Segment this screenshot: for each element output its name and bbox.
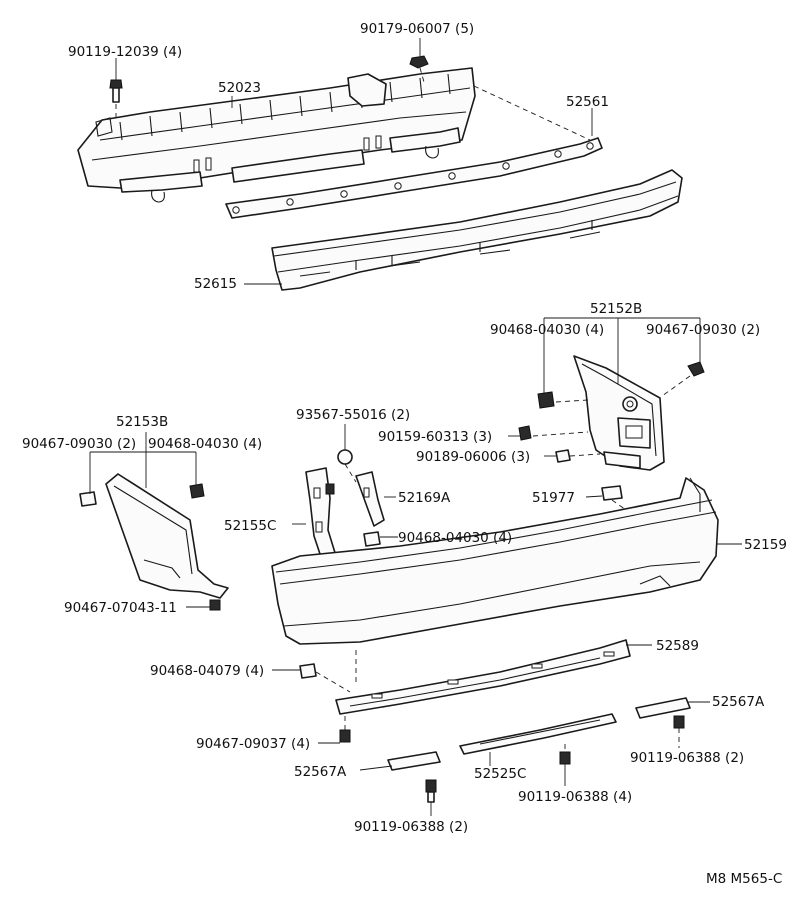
- energy-absorber-52615: [271, 169, 683, 291]
- bolt-90119-12039: [109, 79, 123, 122]
- label-52159: 52159: [744, 537, 787, 553]
- label-90468-04030-b: 90468-04030 (4): [148, 436, 262, 452]
- bracket-52567A-left: [387, 751, 441, 803]
- label-52567A-left: 52567A: [294, 764, 347, 780]
- label-52023: 52023: [218, 80, 261, 96]
- label-51977: 51977: [532, 490, 575, 506]
- label-52561: 52561: [566, 94, 609, 110]
- label-90468-04030-c: 90468-04030 (4): [398, 530, 512, 546]
- clip-90179-06007: [409, 55, 429, 83]
- label-90179-06007: 90179-06007 (5): [360, 21, 474, 37]
- bracket-52153B: [79, 473, 229, 611]
- label-90467-07043: 90467-07043-11: [64, 600, 177, 616]
- diagram-code: M8 M565-C: [706, 871, 782, 887]
- label-52567A-right: 52567A: [712, 694, 765, 710]
- clip-90467-09037: [339, 716, 351, 743]
- label-90119-06388-right: 90119-06388 (2): [630, 750, 744, 766]
- label-93567-55016: 93567-55016 (2): [296, 407, 410, 423]
- leader-lines: [89, 38, 742, 816]
- label-90467-09030-b: 90467-09030 (2): [22, 436, 136, 452]
- bracket-52152B: [518, 355, 705, 471]
- label-90119-12039: 90119-12039 (4): [68, 44, 182, 60]
- label-52153B: 52153B: [116, 414, 168, 430]
- label-90467-09030-a: 90467-09030 (2): [646, 322, 760, 338]
- label-52152B: 52152B: [590, 301, 642, 317]
- label-52169A: 52169A: [398, 490, 451, 506]
- label-52589: 52589: [656, 638, 699, 654]
- label-52155C: 52155C: [224, 518, 276, 534]
- label-90119-06388-left: 90119-06388 (2): [354, 819, 468, 835]
- bracket-52169A: [337, 449, 385, 547]
- label-90467-09037: 90467-09037 (4): [196, 736, 310, 752]
- label-90119-06388-middle: 90119-06388 (4): [518, 789, 632, 805]
- retainer-52561: [225, 85, 603, 219]
- bracket-52567A-right: [635, 697, 691, 746]
- bumper-cover-52159: [271, 477, 719, 684]
- label-90468-04079: 90468-04079 (4): [150, 663, 264, 679]
- clip-90468-04079: [299, 663, 351, 693]
- label-52525C: 52525C: [474, 766, 526, 782]
- bracket-52155C: [305, 467, 337, 561]
- bumper-reinforcement-52023: [77, 67, 476, 203]
- bracket-52525C: [459, 713, 617, 765]
- label-52615: 52615: [194, 276, 237, 292]
- part-labels: 90119-12039 (4) 90179-06007 (5) 52023 52…: [22, 21, 787, 887]
- garnish-52589: [335, 639, 631, 715]
- label-90468-04030-a: 90468-04030 (4): [490, 322, 604, 338]
- label-90159-60313: 90159-60313 (3): [378, 429, 492, 445]
- label-90189-06006: 90189-06006 (3): [416, 449, 530, 465]
